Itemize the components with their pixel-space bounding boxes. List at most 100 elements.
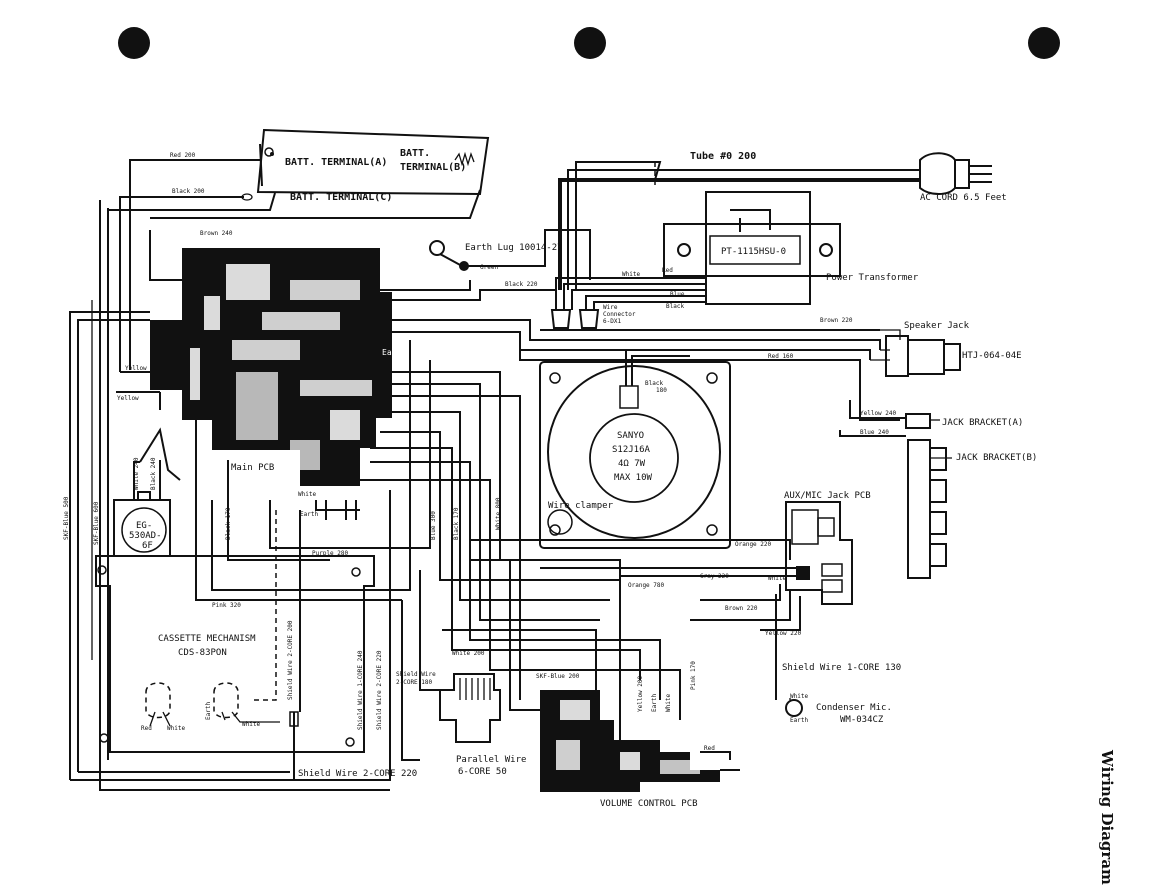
wire-label-pink-320: Pink 320 bbox=[212, 602, 241, 609]
wire-label-earth-mic: Earth bbox=[790, 717, 808, 724]
wire-label-shield-2core-220v: Shield Wire 2-CORE 220 bbox=[376, 650, 383, 730]
speaker-max-power: MAX 10W bbox=[614, 473, 653, 483]
volume-pcb-label: VOLUME CONTROL PCB bbox=[600, 799, 698, 809]
earth-lug: Earth Lug 10014-27 Green bbox=[429, 229, 591, 280]
wire-label-black-170: Black 170 bbox=[225, 507, 232, 540]
wire-label-gray-220: Gray 220 bbox=[700, 573, 729, 580]
wire-label-white-240: White 240 bbox=[133, 457, 140, 490]
wire-label-yellow-240: Yellow 240 bbox=[860, 410, 897, 417]
speaker-jack-model: HTJ-064-04E bbox=[962, 351, 1022, 361]
battery-wires: Red 200 Black 200 bbox=[108, 152, 481, 372]
left-harness: Yellow Yellow Brown 240 White 240 Black … bbox=[63, 230, 233, 545]
wire-label-black-200: Black 200 bbox=[172, 188, 205, 195]
motor: EG- 530AD- 6F bbox=[113, 491, 171, 557]
wire-connector: Wire Connector 6-DX1 bbox=[550, 304, 636, 329]
motor-label-3: 6F bbox=[142, 541, 153, 551]
wire-label-shield-1core-240: Shield Wire 1-CORE 240 bbox=[357, 650, 364, 730]
wire-label-earth-v: Earth bbox=[651, 694, 658, 712]
wire-label-earth-main: Earth bbox=[300, 511, 318, 518]
wire-label-white-v: White bbox=[665, 694, 672, 712]
wire-connector-label-1: Wire bbox=[603, 304, 618, 311]
jack-bracket-b-label: JACK BRACKET(B) bbox=[956, 453, 1037, 463]
motor-label-2: 530AD- bbox=[129, 531, 162, 541]
condenser-mic: Shield Wire 1-CORE 130 White Earth Conde… bbox=[782, 663, 901, 725]
wire-label-brown-220b: Brown 220 bbox=[725, 605, 758, 612]
wire-label-white-main: White bbox=[298, 491, 316, 498]
power-transformer-label: Power Transformer bbox=[826, 273, 919, 283]
wire-label-white-800: White 800 bbox=[495, 497, 502, 530]
wire-label-black-220: Black 220 bbox=[505, 281, 538, 288]
batt-terminal-b-label-1: BATT. bbox=[400, 148, 430, 159]
wire-label-shield-2core-200: Shield Wire 2-CORE 200 bbox=[287, 620, 294, 700]
motor-label-1: EG- bbox=[136, 521, 152, 531]
wire-label-black-180-2: 180 bbox=[656, 387, 667, 394]
ac-cord: Tube #0 200 AC CORD 6.5 Feet bbox=[558, 151, 1007, 290]
wire-label-white: White bbox=[622, 271, 640, 278]
jack-brackets: Yellow 240 Blue 240 JACK BRACKET(A) JACK… bbox=[839, 400, 1037, 579]
punch-hole-right bbox=[1028, 27, 1060, 59]
wire-label-black-180-1: Black bbox=[645, 380, 663, 387]
aux-mic-pcb-label: AUX/MIC Jack PCB bbox=[784, 491, 871, 501]
wire-label-blue-240: Blue 240 bbox=[860, 429, 889, 436]
power-transformer: PT-1115HSU-0 Power Transformer bbox=[663, 191, 919, 305]
jack-bracket-a-label: JACK BRACKET(A) bbox=[942, 418, 1023, 428]
speaker-model: S12J16A bbox=[612, 445, 651, 455]
wire-label-yellow-1: Yellow bbox=[125, 365, 147, 372]
aux-mic-jack-pcb: AUX/MIC Jack PCB Orange 220 Gray 220 Whi… bbox=[470, 491, 871, 700]
earth-lug-label: Earth Lug 10014-27 bbox=[465, 243, 563, 253]
wire-label-white-mic: White bbox=[790, 693, 808, 700]
shield-1core-130-label: Shield Wire 1-CORE 130 bbox=[782, 663, 901, 673]
wire-label-red-vol: Red bbox=[704, 745, 715, 752]
parallel-wire-label-1: Parallel Wire bbox=[456, 755, 526, 765]
wire-label-yellow-2: Yellow bbox=[117, 395, 139, 402]
wire-label-purple-280: Purple 280 bbox=[312, 550, 349, 557]
parallel-wire: Parallel Wire 6-CORE 50 Shield Wire 2-CO… bbox=[396, 671, 580, 777]
wire-clamper-label: Wire clamper bbox=[548, 501, 614, 511]
parallel-wire-label-2: 6-CORE 50 bbox=[458, 767, 507, 777]
condenser-mic-label-1: Condenser Mic. bbox=[816, 703, 892, 713]
wire-label-green: Green bbox=[480, 264, 498, 271]
power-transformer-model: PT-1115HSU-0 bbox=[721, 247, 786, 257]
wire-label-black-170b: Black 170 bbox=[453, 507, 460, 540]
wire-label-skf-blue-600: SKF-Blue 600 bbox=[93, 501, 100, 545]
battery-box: BATT. TERMINAL(A) BATT. TERMINAL(B) BATT… bbox=[256, 128, 490, 203]
wire-label-red-200: Red 200 bbox=[170, 152, 196, 159]
batt-terminal-c-label: BATT. TERMINAL(C) bbox=[290, 192, 392, 203]
shield-wires-left: White Earth Shield Wire 2-CORE 200 Shiel… bbox=[250, 490, 391, 781]
wire-label-blue: Blue bbox=[670, 291, 685, 298]
punch-hole-left bbox=[118, 27, 150, 59]
wire-label-red-left: Red bbox=[141, 725, 152, 732]
cassette-label-2: CDS-83PON bbox=[178, 648, 227, 658]
wire-label-orange-780: Orange 780 bbox=[628, 582, 665, 589]
wire-label-shield-wire-2: 2-CORE 180 bbox=[396, 679, 433, 686]
wire-label-yellow-220: Yellow 220 bbox=[765, 630, 802, 637]
wire-label-brown-220: Brown 220 bbox=[820, 317, 853, 324]
wire-label-black: Black bbox=[666, 303, 684, 310]
speaker-jack: Speaker Jack HTJ-064-04E Brown 220 Red 1… bbox=[519, 317, 1022, 421]
wire-label-orange-220: Orange 220 bbox=[735, 541, 772, 548]
ac-cord-label: AC CORD 6.5 Feet bbox=[920, 193, 1007, 203]
speaker: SANYO S12J16A 4Ω 7W MAX 10W Black 180 Wi… bbox=[539, 349, 731, 549]
speaker-impedance: 4Ω 7W bbox=[618, 459, 646, 469]
speaker-brand: SANYO bbox=[617, 431, 644, 441]
wire-label-brown-240: Brown 240 bbox=[200, 230, 233, 237]
main-pcb-label: Main PCB bbox=[231, 463, 274, 473]
page-side-title: Wiring Diagram bbox=[1098, 749, 1116, 885]
wire-label-blue-300: Blue 300 bbox=[430, 511, 437, 540]
wire-label-black-240: Black 240 bbox=[150, 457, 157, 490]
wire-label-white-200: White 200 bbox=[452, 650, 485, 657]
transformer-wires: White Red Blue Black bbox=[555, 267, 706, 310]
wire-label-white-left: White bbox=[167, 725, 185, 732]
wire-label-red-160: Red 160 bbox=[768, 353, 794, 360]
volume-control-pcb: Red VOLUME CONTROL PCB Yellow 200 Earth … bbox=[540, 661, 740, 809]
wire-label-red: Red bbox=[662, 267, 673, 274]
condenser-mic-label-2: WM-034CZ bbox=[840, 715, 884, 725]
wire-label-earth-pcb: Earth bbox=[382, 348, 406, 357]
wire-label-white-aux: White bbox=[768, 575, 786, 582]
punch-hole-center bbox=[574, 27, 606, 59]
outer-harness bbox=[69, 200, 390, 791]
wire-label-yellow-200: Yellow 200 bbox=[637, 675, 644, 712]
wire-label-pink-170: Pink 170 bbox=[690, 661, 697, 690]
cassette-label-1: CASSETTE MECHANISM bbox=[158, 634, 256, 644]
